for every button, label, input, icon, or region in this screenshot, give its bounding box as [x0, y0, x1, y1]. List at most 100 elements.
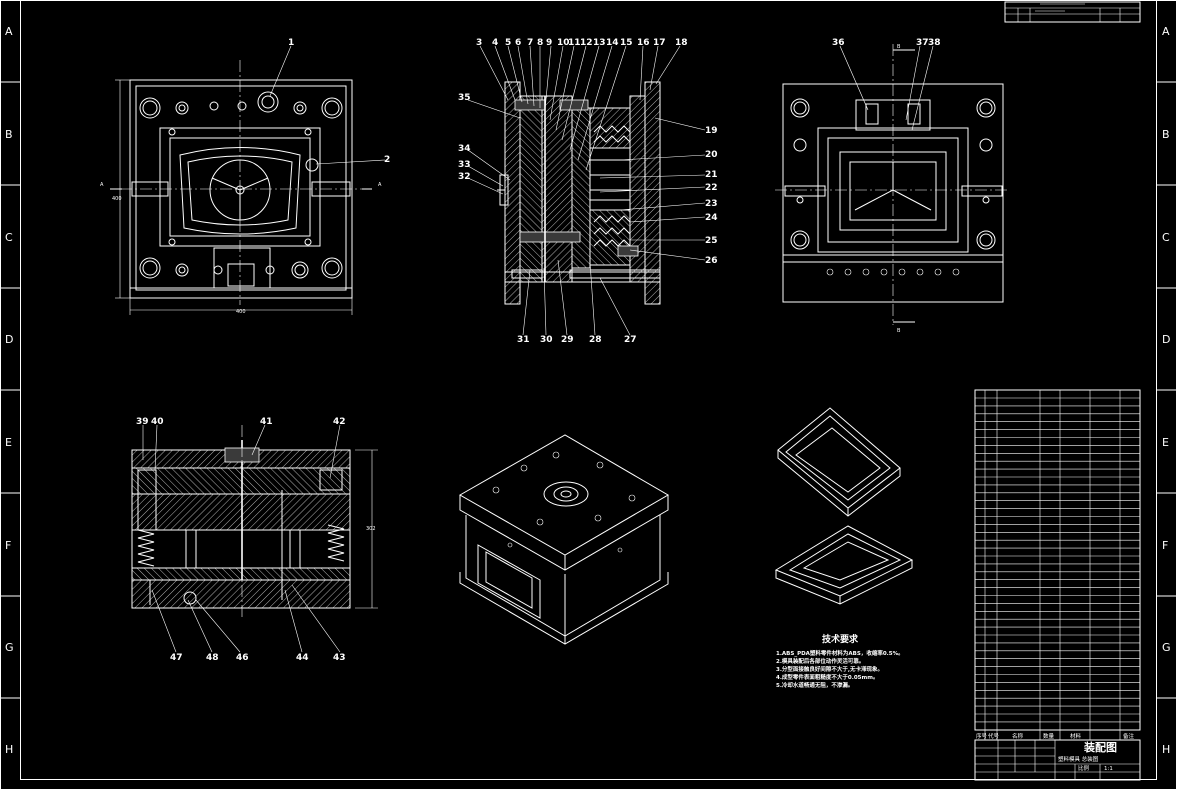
part-label: 17 — [653, 38, 666, 48]
part-label: 3 — [476, 38, 482, 48]
zone-letter: A — [5, 25, 13, 38]
zone-letter: D — [5, 333, 13, 346]
part-label: 12 — [580, 38, 593, 48]
zone-letter: B — [5, 128, 13, 141]
top-view: 400 400 A A 1 2 — [100, 38, 390, 315]
part-label: 16 — [637, 38, 650, 48]
part-label: 33 — [458, 160, 471, 170]
drawing-title: 装配图 — [1083, 740, 1117, 754]
section-b-view: 302 39 40 41 42 47 48 46 44 43 — [131, 417, 378, 663]
part-label: 14 — [606, 38, 619, 48]
zone-letter: E — [5, 436, 12, 449]
part-label: 4 — [492, 38, 498, 48]
part-label: 6 — [515, 38, 521, 48]
part-label: 15 — [620, 38, 633, 48]
part-label: 35 — [458, 93, 471, 103]
bom-header: 备注 — [1123, 732, 1135, 740]
zone-letter: H — [1162, 743, 1170, 756]
part-label: 18 — [675, 38, 688, 48]
part-label: 10 — [557, 38, 570, 48]
part-label: 36 — [832, 38, 845, 48]
bom-header: 材料 — [1070, 732, 1082, 740]
zone-letter: D — [1162, 333, 1170, 346]
scale-value: 1:1 — [1104, 766, 1113, 772]
part-label: 2 — [384, 155, 390, 165]
tech-line: 4.成型零件表面粗糙度不大于0.05mm。 — [776, 673, 878, 681]
bom-table: 序号 代号 名称 数量 材料 备注 — [974, 389, 1141, 740]
part-label: 34 — [458, 144, 471, 154]
bom-header: 名称 — [1012, 732, 1024, 740]
part-label: 25 — [705, 236, 718, 246]
drawing-number-block — [1004, 1, 1141, 23]
ejector-pin-row — [826, 268, 960, 276]
part-label: 42 — [333, 417, 346, 427]
part-label: 8 — [537, 38, 543, 48]
dim-height: 400 — [112, 196, 122, 202]
part-label: 31 — [517, 335, 530, 345]
bom-header: 代号 — [988, 732, 1000, 740]
part-label: 26 — [705, 256, 718, 266]
zone-letter: C — [5, 231, 13, 244]
part-label: 11 — [568, 38, 581, 48]
part-label: 24 — [705, 213, 718, 223]
scale-label: 比例 — [1078, 764, 1090, 772]
part-label: 37 — [916, 38, 929, 48]
zone-markers-left — [0, 81, 20, 699]
part-label: 44 — [296, 653, 309, 663]
title-block: 装配图 塑料模具 总装图 比例 1:1 — [974, 739, 1141, 781]
tech-requirements: 技术要求 1.ABS_PDA塑料零件材料为ABS，收缩率0.5%。 2.模具装配… — [776, 633, 904, 689]
part-label: 1 — [288, 38, 294, 48]
bom-header: 数量 — [1043, 732, 1055, 740]
tech-line: 1.ABS_PDA塑料零件材料为ABS，收缩率0.5%。 — [776, 649, 904, 657]
zone-letters-right: A B C D E F G H — [1162, 25, 1171, 756]
part-label: 47 — [170, 653, 183, 663]
section-letter: B — [897, 328, 901, 334]
part-label: 48 — [206, 653, 219, 663]
section-letter: A — [378, 182, 382, 188]
part-label: 21 — [705, 170, 718, 180]
zone-letter: A — [1162, 25, 1170, 38]
part-label: 41 — [260, 417, 273, 427]
dim-width: 400 — [236, 309, 246, 315]
tech-line: 3.分型面接触良好间隙不大于,无卡滞现象。 — [776, 665, 883, 673]
section-left-labels: 35 34 33 32 — [458, 93, 471, 182]
zone-letter: F — [1162, 539, 1168, 552]
zone-markers-right — [1156, 81, 1177, 699]
part-label: 46 — [236, 653, 249, 663]
zone-letter: G — [5, 641, 14, 654]
dim-height: 302 — [366, 526, 376, 532]
zone-letter: B — [1162, 128, 1170, 141]
part-label: 27 — [624, 335, 637, 345]
part-label: 5 — [505, 38, 511, 48]
part-label: 32 — [458, 172, 471, 182]
part-label: 29 — [561, 335, 574, 345]
part-label: 40 — [151, 417, 164, 427]
zone-letter: E — [1162, 436, 1169, 449]
section-top-labels: 3 4 5 6 7 8 9 10 11 12 13 14 15 16 17 18 — [476, 38, 688, 48]
zone-letters-left: A B C D E F G H — [5, 25, 14, 756]
drawing-subtitle: 塑料模具 总装图 — [1058, 755, 1099, 763]
bom-rows — [975, 397, 1140, 731]
section-letter: B — [897, 44, 901, 50]
bom-header: 序号 — [976, 732, 988, 740]
part-label: 38 — [928, 38, 941, 48]
section-view: 3 4 5 6 7 8 9 10 11 12 13 14 15 16 17 18… — [458, 38, 718, 345]
zone-letter: F — [5, 539, 11, 552]
zone-letter: C — [1162, 231, 1170, 244]
part-label: 39 — [136, 417, 149, 427]
tech-line: 5.冷却水道畅通无阻，不渗漏。 — [776, 681, 853, 689]
part-label: 7 — [527, 38, 533, 48]
part-label: 30 — [540, 335, 553, 345]
part-isometric-views — [774, 407, 914, 605]
section-bottom-labels: 31 30 29 28 27 — [517, 335, 637, 345]
part-label: 43 — [333, 653, 346, 663]
tech-line: 2.模具装配后各部位动作灵活可靠。 — [776, 657, 864, 665]
isometric-mold-view — [458, 434, 669, 645]
part-label: 23 — [705, 199, 718, 209]
tech-requirements-title: 技术要求 — [822, 633, 859, 645]
part-label: 28 — [589, 335, 602, 345]
zone-letter: G — [1162, 641, 1171, 654]
part-label: 9 — [546, 38, 552, 48]
moving-half-view: B B 36 37 38 — [775, 38, 1010, 334]
